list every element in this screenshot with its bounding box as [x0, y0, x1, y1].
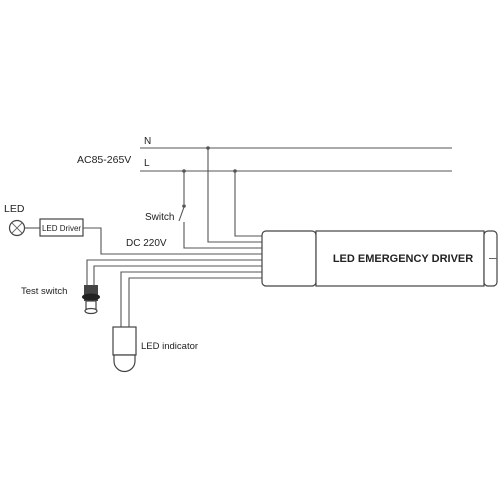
neutral-label: N: [144, 136, 151, 147]
emergency-driver-body: [315, 230, 485, 287]
emergency-driver-left-cap: [261, 230, 317, 287]
test-switch-cap: [84, 307, 98, 315]
switch-label: Switch: [145, 212, 174, 223]
led-indicator-label: LED indicator: [141, 341, 198, 352]
test-switch-label: Test switch: [21, 286, 67, 297]
test-switch-wire-a: [86, 259, 262, 285]
live-label: L: [144, 158, 150, 169]
led-driver-label: LED Driver: [42, 224, 81, 233]
switch-lower-wire: [183, 222, 262, 249]
led-indicator-lens: [113, 354, 136, 373]
dc-label: DC 220V: [126, 238, 167, 249]
led-indicator-body: [112, 326, 137, 356]
dc-output-wire: [83, 227, 262, 255]
neutral-drop-wire: [207, 148, 262, 243]
test-switch-wire-b: [93, 265, 262, 285]
live-drop-wire: [234, 171, 262, 237]
led-label: LED: [4, 203, 25, 215]
indicator-wire-a: [120, 271, 262, 327]
switch-lever: [178, 206, 185, 222]
test-switch-button: [85, 300, 97, 310]
led-lamp-cross-b: [11, 222, 23, 234]
indicator-wire-b: [128, 277, 262, 327]
switch-contact-top: [182, 204, 186, 208]
test-switch-ring: [82, 293, 100, 301]
ac-input-label: AC85-265V: [77, 154, 131, 166]
emergency-driver-label: LED EMERGENCY DRIVER: [333, 253, 473, 265]
